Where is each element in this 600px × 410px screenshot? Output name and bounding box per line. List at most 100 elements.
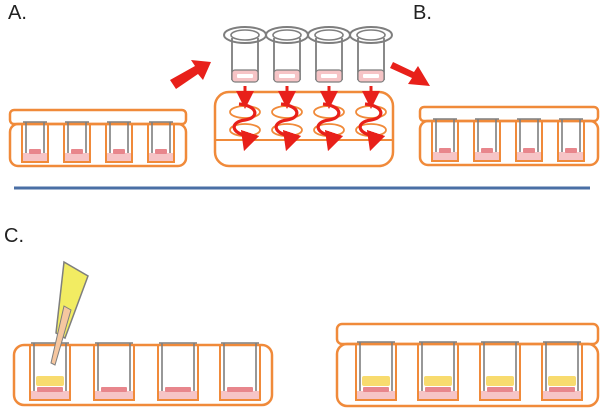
cells <box>487 387 513 392</box>
label-c: C. <box>4 225 24 247</box>
plate-a-wells <box>21 121 175 163</box>
yellow-layer <box>424 376 452 386</box>
well <box>93 342 135 401</box>
well-cup <box>557 120 585 162</box>
well <box>431 118 459 162</box>
well <box>105 121 133 163</box>
swirl-arrow <box>274 102 302 152</box>
well-cup <box>417 343 459 401</box>
cells <box>113 149 125 154</box>
well <box>557 118 585 162</box>
medium <box>357 391 395 399</box>
well-cup <box>541 343 583 401</box>
center-inserts <box>223 26 393 152</box>
well-cup <box>29 344 71 401</box>
well-cup <box>93 344 135 401</box>
well <box>29 342 71 401</box>
well-cup <box>473 120 501 162</box>
plate-b-wells <box>431 118 585 162</box>
cells <box>481 148 493 153</box>
medium <box>23 153 47 161</box>
well <box>21 121 49 163</box>
cells <box>523 148 535 153</box>
plate-b-base <box>418 119 600 167</box>
well-cup <box>479 343 521 401</box>
plate-a-base <box>8 122 188 168</box>
arrow-left <box>170 60 211 89</box>
medium <box>543 391 581 399</box>
cells <box>29 149 41 154</box>
well <box>157 342 199 401</box>
well <box>479 341 521 401</box>
cells <box>71 149 83 154</box>
cells <box>37 387 63 392</box>
insert-rim-inner <box>230 29 260 41</box>
cells <box>439 148 451 153</box>
medium <box>95 391 133 399</box>
medium <box>31 391 69 399</box>
swirl-arrow <box>316 102 344 152</box>
plate-a <box>8 108 188 168</box>
medium <box>419 391 457 399</box>
well-cup <box>219 344 261 401</box>
cells <box>101 387 127 392</box>
insert-rim-outer <box>349 26 393 44</box>
medium <box>107 153 131 161</box>
yellow-layer <box>486 376 514 386</box>
well <box>541 341 583 401</box>
cells <box>155 149 167 154</box>
hanging-insert <box>223 26 267 152</box>
plate-b <box>418 105 600 167</box>
plate-c-right <box>335 322 600 408</box>
well <box>473 118 501 162</box>
well-cup <box>21 123 49 163</box>
yellow-layer <box>36 376 64 386</box>
well-cup <box>147 123 175 163</box>
cells <box>165 387 191 392</box>
yellow-layer <box>362 376 390 386</box>
cells <box>549 387 575 392</box>
well-cup <box>63 123 91 163</box>
insert-membrane <box>321 74 337 78</box>
cells <box>363 387 389 392</box>
arrow-right <box>390 62 430 86</box>
insert-membrane <box>237 74 253 78</box>
insert-membrane <box>363 74 379 78</box>
swirl-arrow <box>232 102 260 152</box>
pipette-tip <box>50 260 89 366</box>
medium <box>481 391 519 399</box>
well <box>219 342 261 401</box>
medium <box>475 152 499 160</box>
well-cup <box>157 344 199 401</box>
insert-rim-inner <box>314 29 344 41</box>
well-cup <box>431 120 459 162</box>
cells <box>227 387 253 392</box>
insert-rim-inner <box>356 29 386 41</box>
hanging-insert <box>307 26 351 152</box>
medium <box>159 391 197 399</box>
medium <box>517 152 541 160</box>
medium <box>65 153 89 161</box>
label-a: A. <box>8 2 27 24</box>
plate-c-left <box>12 342 274 407</box>
well-cup <box>355 343 397 401</box>
well <box>63 121 91 163</box>
insert-membrane <box>279 74 295 78</box>
medium <box>559 152 583 160</box>
well <box>147 121 175 163</box>
well-cup <box>515 120 543 162</box>
hanging-insert <box>265 26 309 152</box>
medium <box>221 391 259 399</box>
well <box>515 118 543 162</box>
label-b: B. <box>413 2 432 24</box>
hanging-insert <box>349 26 393 152</box>
well <box>355 341 397 401</box>
insert-rim-inner <box>272 29 302 41</box>
medium <box>149 153 173 161</box>
cells <box>425 387 451 392</box>
well-cup <box>105 123 133 163</box>
yellow-layer <box>548 376 576 386</box>
well <box>417 341 459 401</box>
medium <box>433 152 457 160</box>
